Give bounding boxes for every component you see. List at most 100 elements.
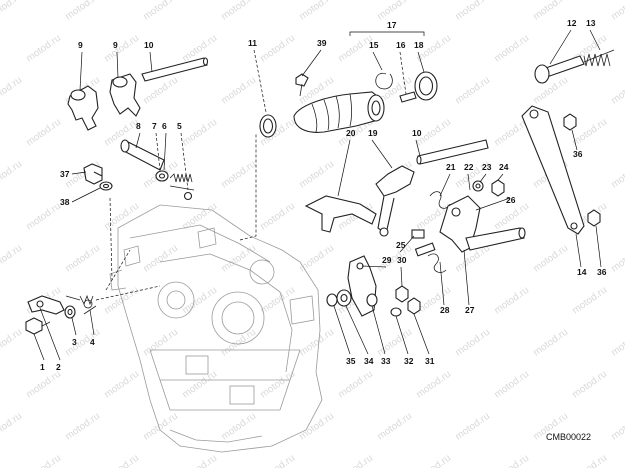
part-8-pin: [120, 139, 165, 171]
callout-c18: 18: [414, 40, 424, 50]
watermark-text: motod.ru: [258, 369, 297, 401]
watermark-text: motod.ru: [570, 453, 609, 468]
part-34-washer: [336, 289, 352, 307]
callout-c22: 22: [464, 162, 474, 172]
watermark-text: motod.ru: [0, 411, 24, 443]
watermark-text: motod.ru: [453, 75, 492, 107]
callout-c31: 31: [425, 356, 435, 366]
leader-line: [301, 49, 322, 77]
watermark-text: motod.ru: [492, 33, 531, 65]
leader-line: [71, 171, 87, 175]
crankcase-housing: [109, 204, 323, 453]
callout-c1: 1: [40, 362, 45, 372]
leader-line: [71, 317, 77, 336]
leader-line: [163, 132, 167, 171]
callout-c13: 13: [586, 18, 596, 28]
part-31-bolt: [407, 297, 421, 315]
watermark-text: motod.ru: [297, 159, 336, 191]
callout-c7: 7: [152, 121, 157, 131]
callout-c19: 19: [368, 128, 378, 138]
leader-line: [479, 173, 487, 183]
part-13-spring: [583, 49, 615, 67]
watermark-text: motod.ru: [297, 327, 336, 359]
leader-line: [155, 132, 161, 171]
watermark-text: motod.ru: [24, 33, 63, 65]
watermark-text: motod.ru: [0, 159, 24, 191]
leader-line: [95, 285, 161, 301]
callout-c37: 37: [60, 169, 70, 179]
watermark-text: motod.ru: [531, 0, 570, 22]
leader-line: [549, 29, 572, 65]
watermark-text: motod.ru: [219, 75, 258, 107]
leader-line: [89, 309, 95, 336]
part-16-pin: [399, 91, 417, 103]
watermark-text: motod.ru: [414, 453, 453, 468]
part-18-bearing: [414, 71, 438, 101]
watermark-text: motod.ru: [414, 369, 453, 401]
part-3-washer: [64, 305, 76, 319]
watermark-text: motod.ru: [258, 201, 297, 233]
leader-line: [395, 315, 409, 355]
part-15-circlip: [375, 72, 393, 90]
part-39-screw: [295, 73, 309, 97]
leader-line: [345, 305, 369, 355]
part-25-bush: [411, 229, 425, 239]
part-22-spring: [429, 191, 451, 209]
leader-line: [105, 197, 131, 291]
leader-line: [571, 129, 578, 151]
watermark-text: motod.ru: [0, 75, 24, 107]
watermark-text: motod.ru: [609, 0, 625, 22]
part-9-left: [67, 85, 99, 131]
callout-c28: 28: [440, 305, 450, 315]
callout-c39: 39: [317, 38, 327, 48]
callout-c30: 30: [397, 255, 407, 265]
part-35-ring: [326, 293, 338, 307]
watermark-text: motod.ru: [141, 243, 180, 275]
leader-line: [413, 313, 430, 355]
callout-c35: 35: [346, 356, 356, 366]
leader-line: [71, 187, 101, 203]
callout-c6: 6: [162, 121, 167, 131]
watermark-text: motod.ru: [258, 453, 297, 468]
watermark-text: motod.ru: [609, 411, 625, 443]
leader-line: [575, 233, 582, 268]
part-11-oring: [259, 114, 277, 138]
watermark-text: motod.ru: [336, 369, 375, 401]
watermark-text: motod.ru: [102, 453, 141, 468]
part-1-screw: [25, 317, 51, 335]
callout-c10b: 10: [412, 128, 422, 138]
part-32-washer: [390, 307, 402, 317]
part-9-right: [109, 73, 141, 117]
leader-line: [253, 49, 267, 113]
watermark-text: motod.ru: [63, 243, 102, 275]
watermark-text: motod.ru: [336, 453, 375, 468]
callout-c27: 27: [465, 305, 475, 315]
watermark-text: motod.ru: [570, 369, 609, 401]
watermark-text: motod.ru: [0, 327, 24, 359]
leader-line: [361, 265, 387, 268]
part-12-shaft: [534, 55, 585, 84]
leader-line: [239, 134, 257, 241]
callout-c23: 23: [482, 162, 492, 172]
leader-line: [79, 51, 83, 91]
callout-c12: 12: [567, 18, 577, 28]
callout-c38: 38: [60, 197, 70, 207]
part-30-bolt: [395, 285, 409, 303]
watermark-text: motod.ru: [492, 285, 531, 317]
callout-c9b: 9: [113, 40, 118, 50]
watermark-text: motod.ru: [180, 285, 219, 317]
part-7-washer: [155, 170, 169, 182]
callout-c26: 26: [506, 195, 516, 205]
callout-c17: 17: [387, 20, 397, 30]
watermark-text: motod.ru: [375, 411, 414, 443]
leader-line: [475, 197, 511, 211]
watermark-text: motod.ru: [219, 327, 258, 359]
watermark-text: motod.ru: [609, 243, 625, 275]
part-38-washer: [99, 181, 113, 191]
watermark-text: motod.ru: [63, 0, 102, 22]
callout-c32: 32: [404, 356, 414, 366]
leader-line: [399, 51, 407, 95]
part-10-rod-right: [416, 139, 489, 165]
watermark-text: motod.ru: [0, 0, 24, 22]
leader-line: [497, 173, 504, 181]
